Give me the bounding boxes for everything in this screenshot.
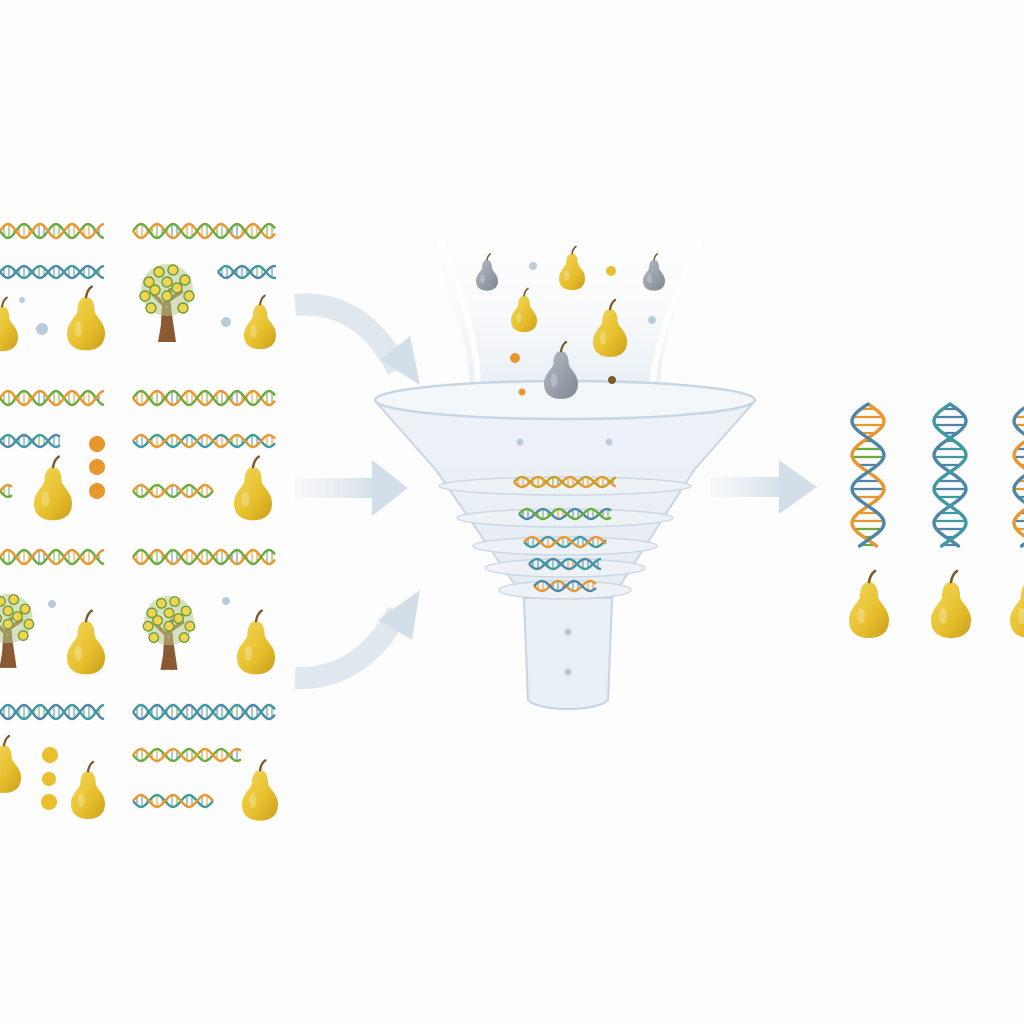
pear-icon: [511, 287, 537, 333]
pear-icon: [237, 609, 275, 675]
dna-helix-icon: [932, 402, 968, 548]
dna-strand-icon: [132, 747, 242, 763]
grey-pear-icon: [476, 253, 498, 291]
dot-marker: [564, 668, 572, 676]
dot-marker: [89, 459, 105, 475]
pear-icon: [1010, 584, 1024, 638]
dna-strand-icon: [0, 264, 105, 280]
dna-strand-icon: [518, 507, 612, 521]
grey-pear-icon: [544, 340, 578, 399]
filter-layer: [456, 508, 674, 528]
dna-strand-icon: [513, 475, 617, 489]
dot-marker: [608, 376, 616, 384]
pear-icon: [849, 569, 889, 638]
pear-icon: [593, 298, 627, 357]
pear-icon: [71, 760, 105, 819]
dna-strand-icon: [0, 389, 105, 407]
dna-strand-icon: [533, 579, 597, 593]
beam-edge-left: [437, 238, 481, 391]
dna-strand-icon: [0, 433, 61, 449]
dot-marker: [48, 600, 56, 608]
dna-strand-icon: [132, 548, 276, 566]
dot-marker: [19, 297, 25, 303]
grey-pear-icon: [643, 253, 665, 291]
dot-marker: [516, 438, 524, 446]
light-beam: [425, 230, 710, 392]
beam-edge-right: [649, 238, 703, 391]
pear-tree-icon: [142, 595, 196, 670]
selection-funnel: [373, 230, 757, 710]
dot-marker: [518, 388, 526, 396]
dot-marker: [648, 316, 656, 324]
arrowhead-output: [779, 460, 817, 514]
dot-marker: [42, 772, 56, 786]
arrowhead-bottom: [378, 590, 420, 640]
dna-strand-icon: [132, 433, 276, 449]
dot-marker: [605, 438, 613, 446]
dna-strand-icon: [217, 264, 277, 280]
selected-varieties: [849, 402, 1024, 638]
pear-icon: [34, 455, 72, 521]
dot-marker: [42, 747, 58, 763]
straight-arrow-output: [710, 477, 782, 497]
straight-arrow-middle: [295, 478, 375, 498]
pear-icon: [234, 455, 272, 521]
pear-icon: [67, 609, 105, 675]
dot-marker: [89, 436, 105, 452]
pear-icon: [242, 759, 278, 821]
dna-strand-icon: [0, 222, 105, 240]
pear-tree-icon: [139, 264, 195, 342]
flow-arrows: [293, 293, 817, 690]
arrowhead-top: [380, 336, 420, 385]
pear-icon: [0, 734, 22, 793]
dna-strand-icon: [0, 703, 105, 721]
dna-strand-icon: [132, 389, 276, 407]
pear-icon: [559, 245, 585, 291]
filter-layer: [498, 580, 632, 600]
dot-marker: [36, 323, 48, 335]
arrowhead-middle: [372, 460, 408, 516]
dna-strand-icon: [132, 483, 214, 499]
pear-icon: [931, 569, 971, 638]
dot-marker: [510, 353, 520, 363]
dna-strand-icon: [132, 222, 276, 240]
dot-marker: [529, 262, 537, 270]
dot-marker: [222, 597, 230, 605]
funnel-spout: [522, 597, 614, 710]
dna-helix-icon: [1012, 406, 1024, 548]
dot-marker: [89, 483, 105, 499]
dna-strand-icon: [132, 793, 214, 809]
dot-marker: [41, 794, 57, 810]
pear-icon: [244, 294, 276, 350]
dna-strand-icon: [528, 557, 602, 571]
dna-strand-icon: [0, 483, 13, 499]
dot-marker: [606, 266, 616, 276]
dna-strand-icon: [132, 703, 276, 721]
pear-icon: [67, 285, 105, 351]
pear-genome-collection: [0, 222, 278, 821]
dot-marker: [221, 317, 231, 327]
dna-strand-icon: [523, 535, 607, 549]
dot-marker: [564, 628, 572, 636]
dna-helix-icon: [850, 402, 886, 548]
pear-icon: [0, 296, 19, 352]
pear-tree-icon: [0, 593, 35, 668]
dna-strand-icon: [0, 548, 105, 566]
